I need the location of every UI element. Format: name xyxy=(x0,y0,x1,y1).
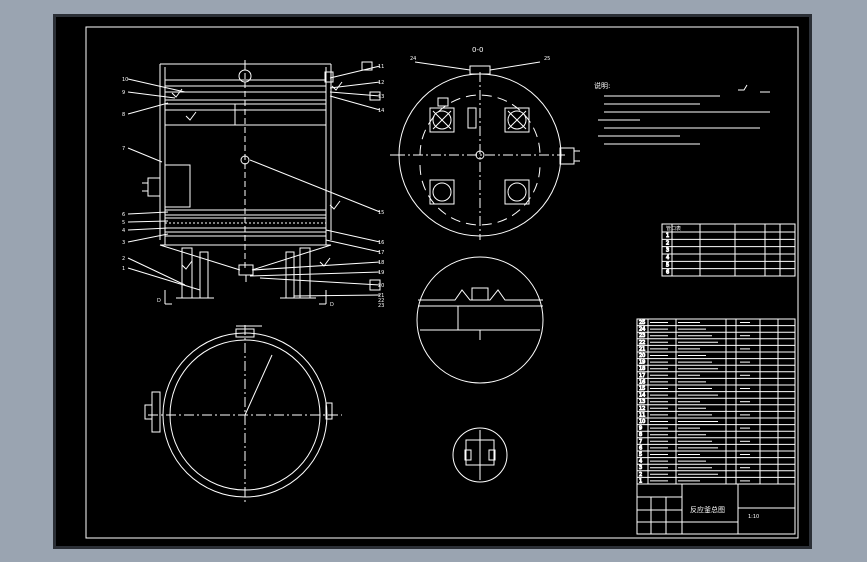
notes-heading: 说明: xyxy=(594,81,610,90)
parts-row-number: 25 xyxy=(639,320,645,326)
view-mark-right: D xyxy=(330,302,334,308)
title-block-name: 反应釜总图 xyxy=(690,505,725,514)
callout-right: 11 xyxy=(378,64,384,70)
parts-row-number: 8 xyxy=(639,432,642,438)
nozzle-row-number: 4 xyxy=(666,255,669,261)
nozzle-row-number: 3 xyxy=(666,248,669,254)
section-left-tag: 24 xyxy=(410,56,416,62)
parts-row-number: 18 xyxy=(639,366,645,372)
parts-row-number: 14 xyxy=(639,393,645,399)
parts-row-number: 15 xyxy=(639,386,645,392)
parts-row-number: 3 xyxy=(639,465,642,471)
callout-left: 7 xyxy=(122,146,125,152)
section-right-tag: 25 xyxy=(544,56,550,62)
callout-left: 3 xyxy=(122,240,125,246)
callout-right: 16 xyxy=(378,240,384,246)
parts-row-number: 9 xyxy=(639,426,642,432)
parts-row-number: 23 xyxy=(639,333,645,339)
nozzle-row-number: 5 xyxy=(666,262,669,268)
parts-row-number: 7 xyxy=(639,439,642,445)
callout-right: 21 xyxy=(378,293,384,299)
callout-right: 12 xyxy=(378,80,384,86)
detail-view-i xyxy=(416,256,544,384)
parts-row-number: 24 xyxy=(639,327,645,333)
parts-row-number: 19 xyxy=(639,360,645,366)
nozzle-table: 管口表 12 345 6 xyxy=(661,223,796,277)
view-mark-left: D xyxy=(157,298,161,304)
callout-left: 6 xyxy=(122,212,125,218)
callout-right: 18 xyxy=(378,260,384,266)
vessel-plan-view xyxy=(144,325,342,505)
callout-right: 23 xyxy=(378,303,384,309)
callout-left: 10 xyxy=(122,77,128,83)
nozzle-table-heading: 管口表 xyxy=(666,225,681,232)
callout-right: 20 xyxy=(378,283,384,289)
parts-row-number: 6 xyxy=(639,445,642,451)
callout-left: 5 xyxy=(122,220,125,226)
parts-row-number: 2 xyxy=(639,472,642,478)
nozzle-row-number: 2 xyxy=(666,240,669,246)
nozzle-row-number: 6 xyxy=(666,270,669,276)
callout-right: 22 xyxy=(378,298,384,304)
nozzle-row-number: 1 xyxy=(666,233,669,239)
callout-right: 14 xyxy=(378,108,384,114)
detail-view-ii xyxy=(452,427,508,483)
callout-right: 17 xyxy=(378,250,384,256)
parts-row-number: 21 xyxy=(639,346,645,352)
section-label: 0-0 xyxy=(472,46,483,54)
parts-row-number: 16 xyxy=(639,379,645,385)
parts-row-number: 17 xyxy=(639,373,645,379)
parts-row-number: 13 xyxy=(639,399,645,405)
parts-list: 2524232221201918171615141312111098765432… xyxy=(636,318,796,485)
parts-row-number: 20 xyxy=(639,353,645,359)
parts-row-number: 12 xyxy=(639,406,645,412)
title-block-scale: 1:10 xyxy=(748,514,759,520)
callout-left: 4 xyxy=(122,228,125,234)
technical-notes: 说明: xyxy=(594,81,770,145)
title-block: 反应釜总图 1:10 xyxy=(636,483,796,535)
callout-right: 15 xyxy=(378,210,384,216)
section-0-0-view: 0-0 24 25 xyxy=(390,46,580,240)
drawing-border xyxy=(85,26,799,539)
parts-row-number: 10 xyxy=(639,419,645,425)
parts-row-number: 4 xyxy=(639,459,642,465)
callout-left: 8 xyxy=(122,112,125,118)
callout-left: 9 xyxy=(122,90,125,96)
callout-right: 13 xyxy=(378,94,384,100)
parts-row-number: 11 xyxy=(639,412,645,418)
parts-row-number: 5 xyxy=(639,452,642,458)
parts-row-number: 22 xyxy=(639,340,645,346)
callout-left: 1 xyxy=(122,266,125,272)
parts-row-number: 1 xyxy=(639,478,642,484)
callout-left: 2 xyxy=(122,256,125,262)
callout-right: 19 xyxy=(378,270,384,276)
